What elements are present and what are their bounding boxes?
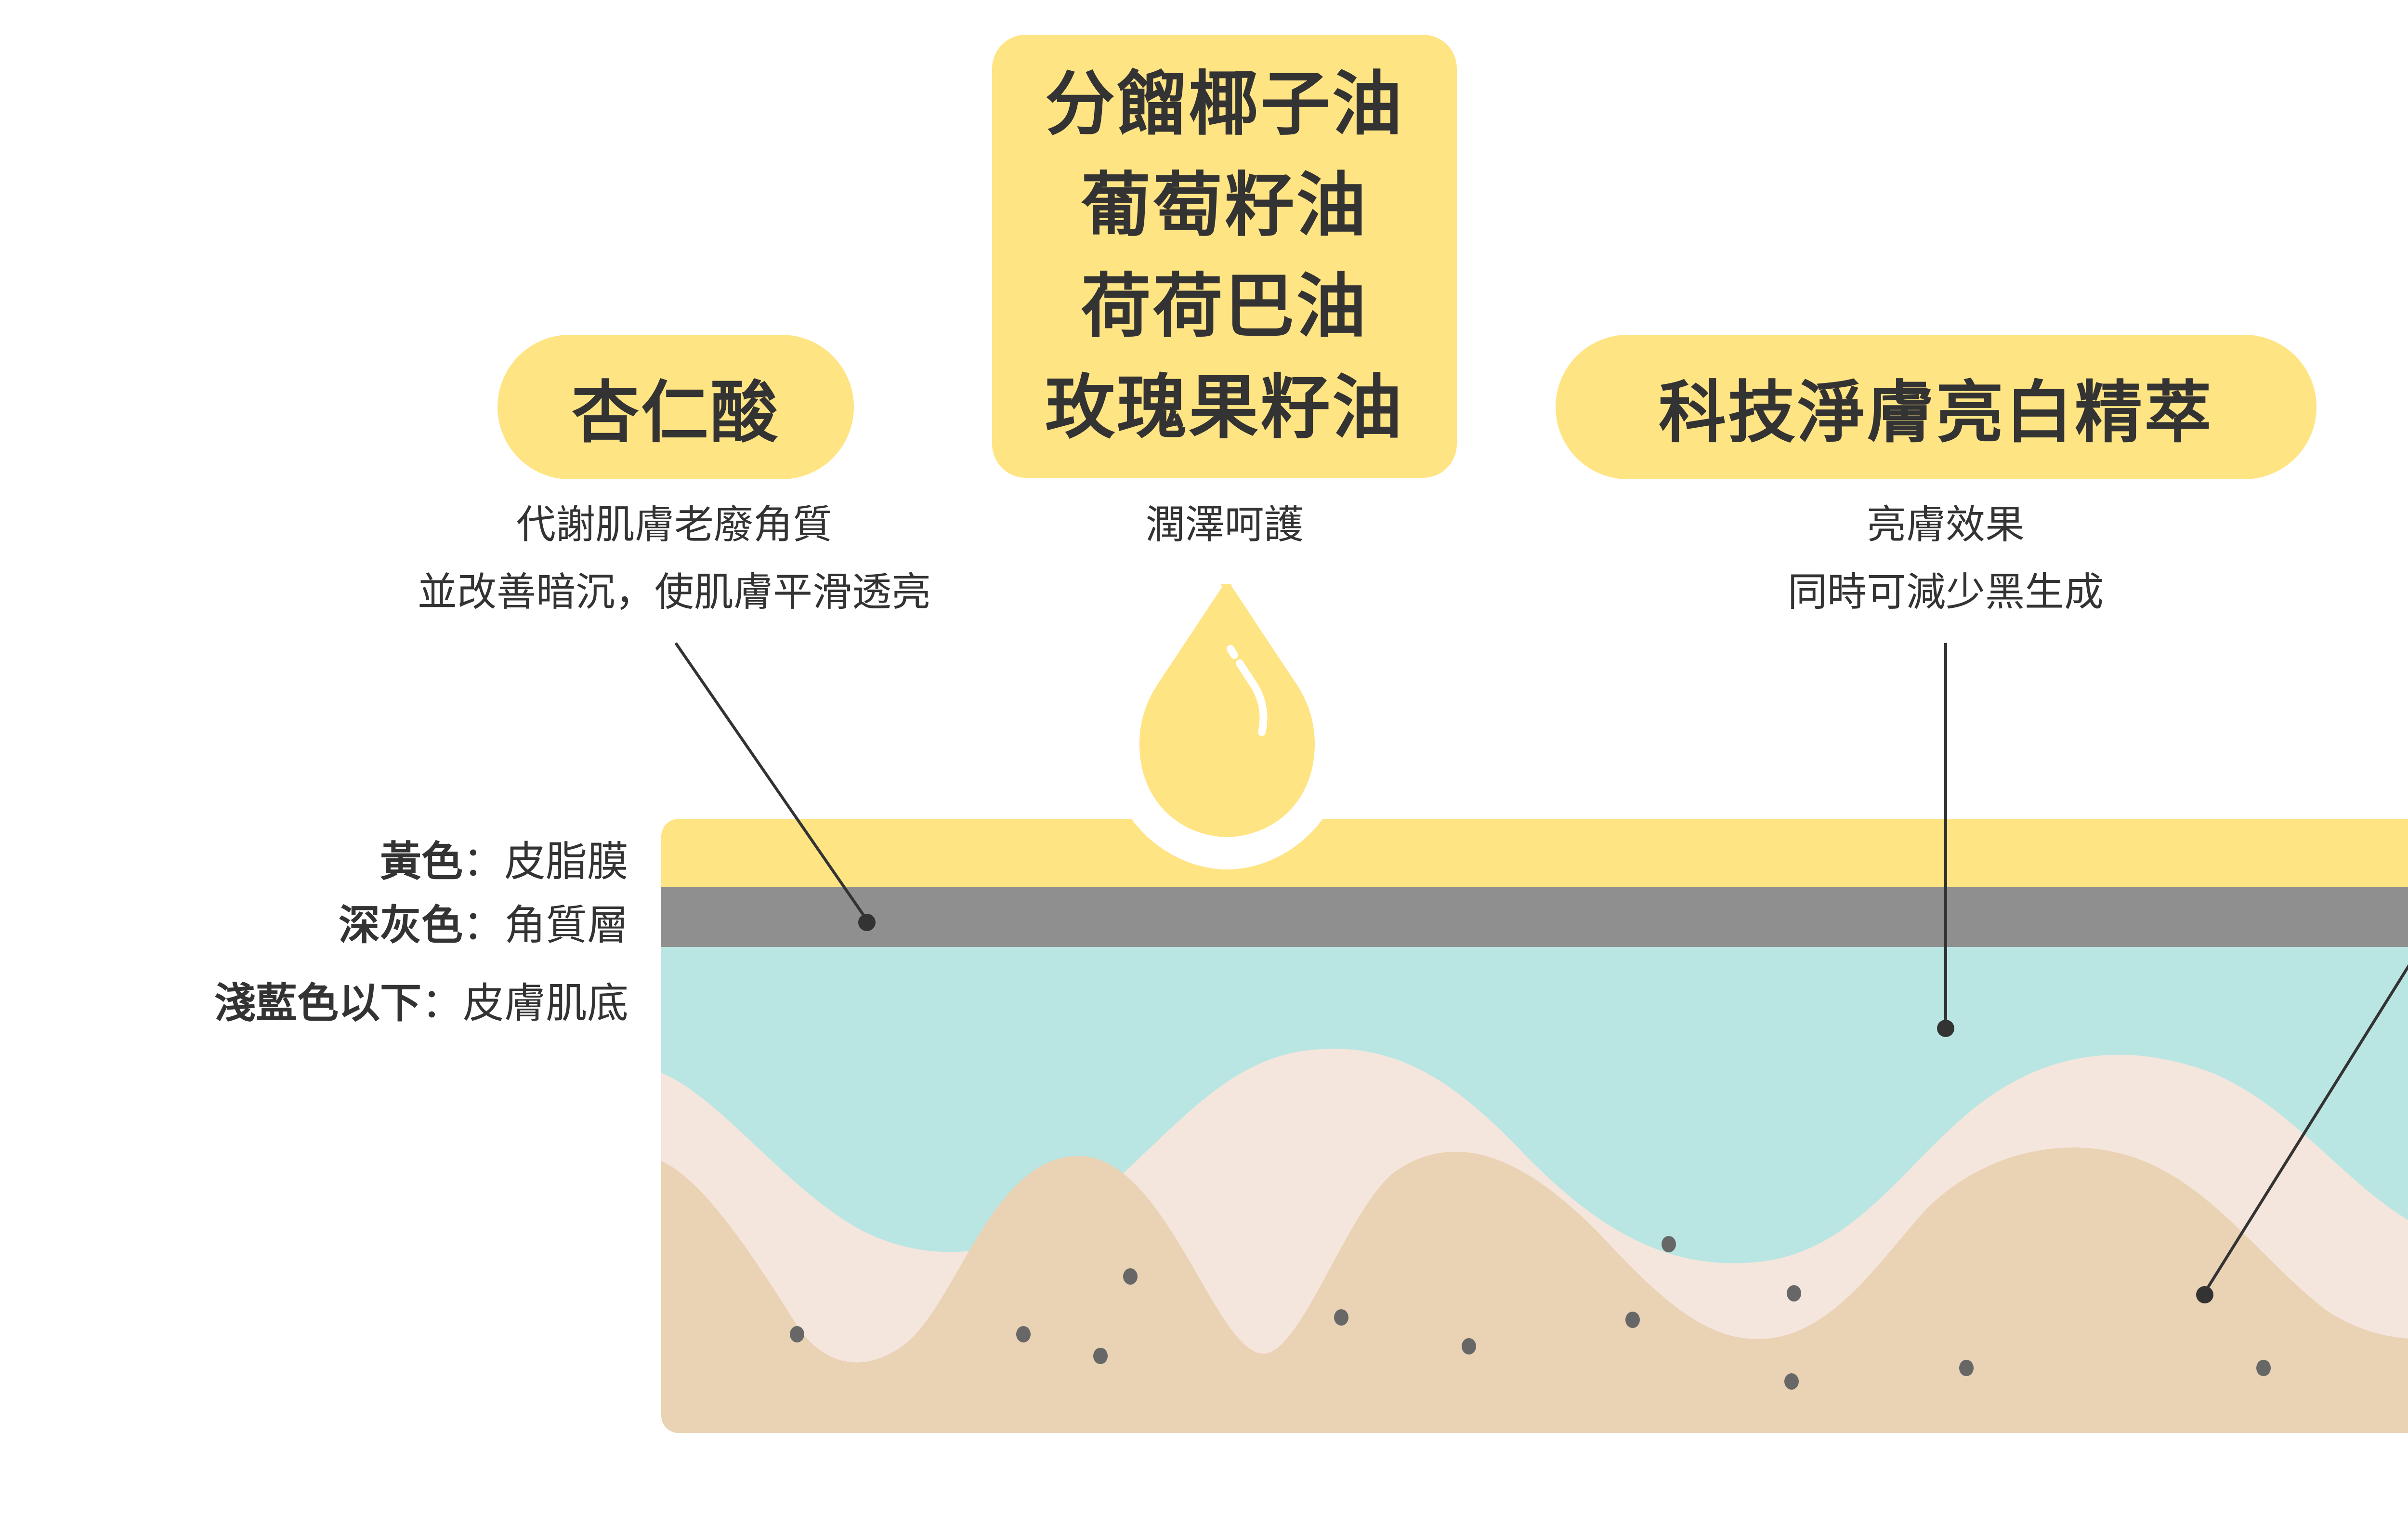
particle-dot [1123,1268,1138,1285]
ingredient-label-whitening-essence: 科技淨膚亮白精萃 [1556,335,2316,479]
oil-droplet-icon [1112,584,1343,869]
stratum-corneum-layer [661,887,2408,947]
callout-dot-whitening [1937,1020,1954,1037]
particle-dot [1662,1236,1676,1252]
ingredient-desc-glycolic-acid: 分子細小，可滲透到 皮膚肌底進行深層調理 [2288,491,2408,626]
ingredient-desc-mandelic-acid: 代謝肌膚老廢角質 並改善暗沉，使肌膚平滑透亮 [417,502,931,615]
particle-dot [1784,1373,1799,1390]
legend-stratum: 深灰色：角質層 [339,901,628,949]
callout-dot-glycolic [2196,1286,2213,1303]
particle-dot [1787,1285,1801,1301]
callout-line-mandelic [674,642,868,921]
legend-key: 黃色 [380,838,463,886]
particle-dot [1625,1312,1640,1328]
ingredient-desc-whitening-essence: 亮膚效果 同時可減少黑生成 [1787,502,2104,615]
legend-value: 皮脂膜 [504,838,628,886]
legend-key: 淺藍色以下 [214,979,421,1027]
legend-sebum: 黃色：皮脂膜 [380,838,628,886]
particle-dot [1334,1309,1348,1326]
dermis-particles [790,1236,2271,1390]
ingredient-label-mandelic-acid: 杏仁酸 [497,335,854,479]
particle-dot [1959,1360,1974,1376]
wave-tan-layer [661,1147,2408,1433]
legend-dermis: 淺藍色以下：皮膚肌底 [214,979,628,1027]
particle-dot [1016,1326,1031,1342]
legend-value: 皮膚肌底 [463,979,628,1027]
callout-dot-mandelic [858,914,876,931]
ingredient-label-oils: 分餾椰子油 葡萄籽油 荷荷巴油 玫瑰果籽油 [992,35,1457,478]
particle-dot [1093,1348,1108,1364]
callout-line-glycolic [2204,964,2408,1292]
particle-dot [2256,1360,2271,1376]
legend-value: 角質層 [504,901,628,949]
legend-key: 深灰色 [339,901,463,949]
particle-dot [1462,1338,1476,1354]
ingredient-desc-oils: 潤澤呵護 [1145,502,1304,548]
sebum-layer [661,819,2408,887]
particle-dot [790,1326,804,1342]
